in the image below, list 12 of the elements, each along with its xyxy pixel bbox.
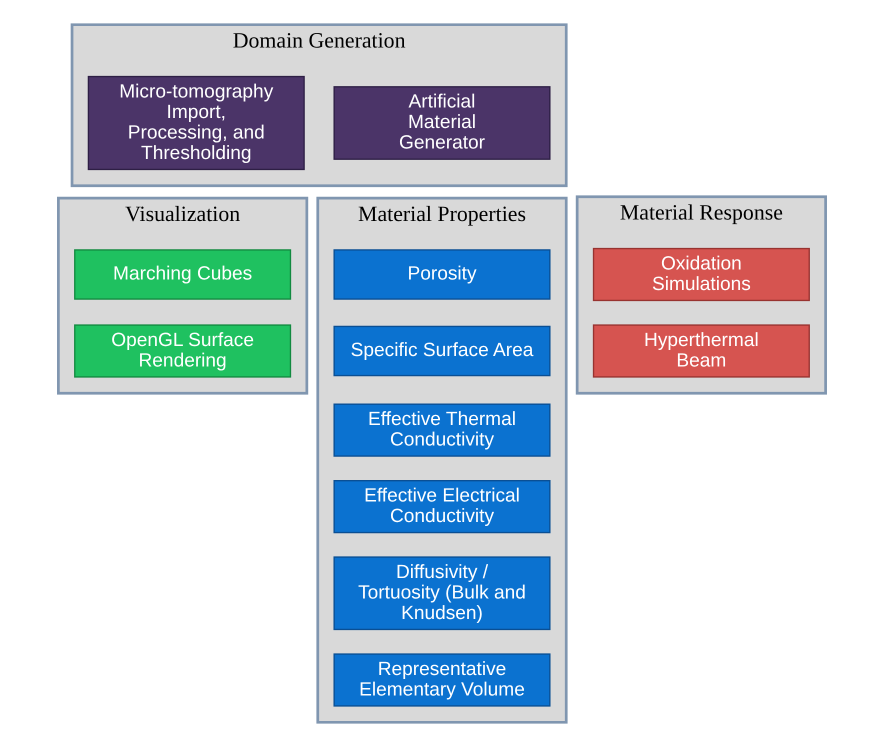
- node-box: Porosity: [332, 249, 550, 300]
- node-box: Effective Electrical Conductivity: [332, 480, 550, 534]
- node-box: Effective Thermal Conductivity: [332, 404, 550, 457]
- node-box: Diffusivity / Tortuosity (Bulk and Knudsen): [332, 556, 550, 630]
- node-box: OpenGL Surface Rendering: [74, 324, 291, 378]
- node-box: Artificial Material Generator: [332, 86, 550, 160]
- node-box: Specific Surface Area: [332, 326, 550, 376]
- node-box: Micro-tomography Import, Processing, and Thresholding: [87, 76, 304, 170]
- node-box: Representative Elementary Volume: [332, 653, 550, 707]
- node-box: Marching Cubes: [74, 249, 291, 300]
- node-box: Oxidation Simulations: [592, 248, 810, 302]
- node-box: Hyperthermal Beam: [592, 324, 810, 378]
